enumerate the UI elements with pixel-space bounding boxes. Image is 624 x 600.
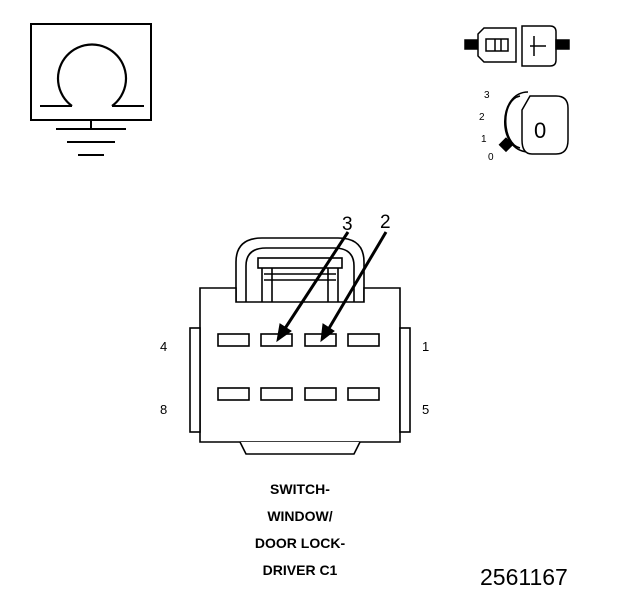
- caption-line-4: DRIVER C1: [262, 562, 338, 578]
- connector-body: [199, 287, 401, 443]
- disconnected-connector-icon: [464, 25, 570, 67]
- arrow-pin-2: [326, 231, 388, 331]
- ignition-pos-3-label: 3: [484, 90, 490, 101]
- key-position-label: 0: [534, 118, 546, 143]
- arrow-pin-3: [282, 231, 350, 331]
- cavity-4: [217, 333, 250, 347]
- callout-label-2: 2: [380, 212, 391, 233]
- connector-left-rib: [189, 327, 201, 433]
- ohmmeter-symbol: [30, 23, 152, 156]
- key-head: [521, 95, 569, 155]
- connector-left-wire: [464, 39, 479, 50]
- omega-glyph: [56, 43, 128, 107]
- ignition-pos-0-label: 0: [488, 152, 494, 163]
- figure-number: 2561167: [480, 564, 568, 590]
- caption-line-2: WINDOW/: [267, 508, 333, 524]
- caption-line-3: DOOR LOCK-: [254, 535, 346, 551]
- caption-line-1: SWITCH-: [270, 481, 330, 497]
- cavity-label-4: 4: [160, 339, 167, 354]
- cavity-6: [304, 387, 337, 401]
- ignition-key-icon: [498, 91, 569, 155]
- ignition-pos-1-label: 1: [481, 134, 487, 145]
- ignition-pos-2-label: 2: [479, 112, 485, 123]
- cavity-3: [260, 333, 293, 347]
- connector-right-rib: [399, 327, 411, 433]
- cavity-2: [304, 333, 337, 347]
- cavity-label-5: 5: [422, 402, 429, 417]
- connector-male-pin: [485, 38, 509, 52]
- cavity-label-8: 8: [160, 402, 167, 417]
- cavity-1: [347, 333, 380, 347]
- cavity-label-1: 1: [422, 339, 429, 354]
- connector-right-wire: [555, 39, 570, 50]
- pin-callout-arrows: [276, 231, 388, 343]
- callout-label-3: 3: [342, 214, 353, 235]
- position-marker: [498, 137, 514, 153]
- cavity-8: [217, 387, 250, 401]
- cavity-7: [260, 387, 293, 401]
- connector-bottom-tab: [239, 441, 361, 455]
- cavity-5: [347, 387, 380, 401]
- connector-caption: SWITCH- WINDOW/ DOOR LOCK- DRIVER C1: [200, 476, 400, 584]
- connector-c1: [189, 237, 411, 455]
